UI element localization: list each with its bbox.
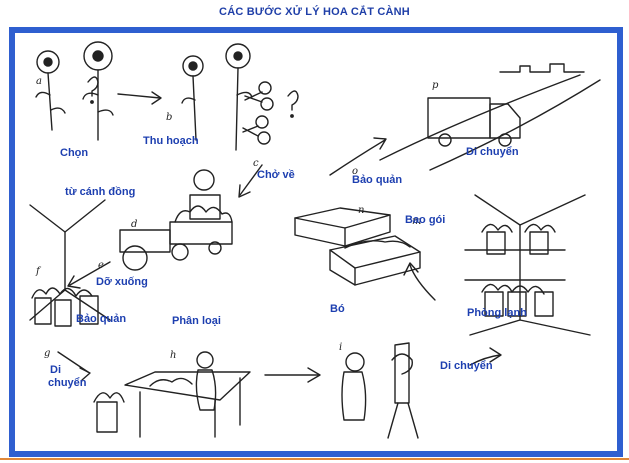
label-di-chuyen-bottom-left-1: Di [50, 364, 61, 376]
arrow-l [409, 264, 436, 301]
step-letter-n: n [358, 205, 365, 216]
tractor-drawing [119, 169, 233, 271]
label-bao-quan-top: Bảo quản [352, 174, 403, 186]
label-bo: Bó [330, 303, 345, 315]
step-letter-b: b [166, 112, 173, 123]
label-bao-goi: Bao gói [405, 214, 446, 226]
label-phan-loai: Phân loại [172, 315, 221, 327]
label-tu-canh-dong: từ cánh đồng [65, 186, 136, 198]
arrow-e [69, 261, 111, 286]
step-letter-c: c [253, 158, 259, 169]
label-chon: Chọn [60, 147, 89, 159]
step-letter-i: i [339, 342, 343, 353]
arrow-o [329, 139, 386, 176]
arrow-c [239, 164, 263, 196]
step-letter-e: e [98, 260, 104, 271]
page-title: CÁC BƯỚC XỬ LÝ HOA CẮT CÀNH [219, 6, 410, 18]
boxes-drawing [294, 207, 421, 286]
label-do-xuong: Dỡ xuống [96, 276, 148, 288]
flowers-harvest-drawing [181, 43, 299, 151]
step-letter-p: p [432, 80, 439, 91]
step-letter-d: d [131, 219, 138, 230]
step-letter-o: o [352, 166, 359, 177]
step-letter-g: g [44, 348, 51, 359]
bunching-drawing [341, 342, 419, 439]
sorting-table-drawing [93, 351, 251, 438]
flowers-select-drawing [35, 41, 114, 141]
step-letter-h: h [170, 350, 177, 361]
step-letter-f: f [36, 266, 40, 277]
label-di-chuyen-bottom-left-2: chuyển [48, 377, 87, 389]
step-letter-m: m [412, 216, 422, 227]
step-letter-a: a [36, 76, 42, 87]
label-phong-lanh: Phòng lạnh [467, 307, 527, 319]
coldroom-right-drawing [464, 194, 591, 336]
label-cho-ve: Chở về [257, 169, 295, 181]
label-thu-hoach: Thu hoạch [143, 135, 199, 147]
label-di-chuyen-bottom-right: Di chuyển [440, 360, 493, 372]
arrow-i-right [469, 354, 501, 366]
label-di-chuyen-top: Di chuyển [466, 146, 519, 158]
label-bao-quan-left: Bảo quản [76, 313, 127, 325]
coldroom-left-drawing [29, 199, 111, 327]
arrow-a-b [117, 93, 161, 99]
arrow-g [57, 351, 89, 373]
truck-drawing [379, 63, 601, 171]
footer-divider [0, 458, 629, 460]
